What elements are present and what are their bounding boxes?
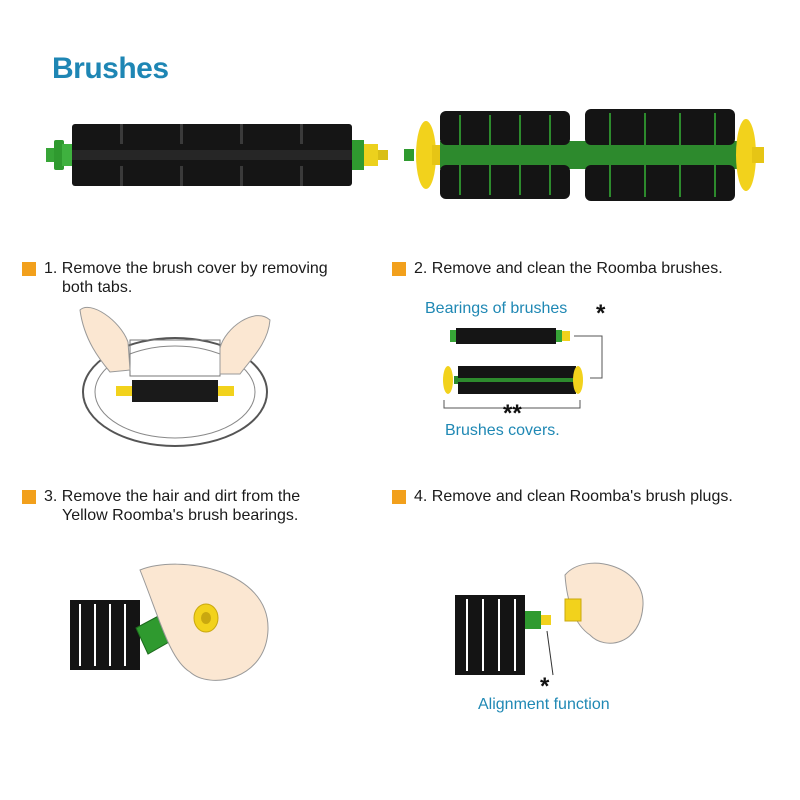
page-title: Brushes bbox=[52, 52, 169, 85]
step-1-line1: Remove the brush cover by removing bbox=[61, 260, 328, 277]
step-3-number: 3. bbox=[44, 488, 58, 505]
step-3-illustration bbox=[70, 563, 269, 681]
step-4-number: 4. bbox=[414, 488, 428, 505]
step-1-line2: both tabs. bbox=[62, 279, 133, 296]
step-4-illustration bbox=[455, 562, 644, 676]
step-4-text: 4. Remove and clean Roomba's brush plugs… bbox=[414, 487, 794, 506]
step-2-line1: Remove and clean the Roomba brushes. bbox=[431, 260, 723, 277]
step-3-line2: Yellow Roomba's brush bearings. bbox=[62, 507, 299, 524]
covers-star: ** bbox=[503, 400, 522, 427]
step-3-line1: Remove the hair and dirt from the bbox=[61, 488, 301, 505]
step-2-diagram bbox=[443, 328, 603, 409]
bearings-star: * bbox=[596, 300, 606, 327]
step-3-text: 3. Remove the hair and dirt from the Yel… bbox=[44, 487, 384, 525]
alignment-star: * bbox=[540, 673, 550, 700]
alignment-label: Alignment function bbox=[478, 696, 610, 713]
bristle-brush-image bbox=[404, 109, 764, 201]
flexible-beater-brush-image bbox=[46, 124, 388, 186]
step-1-bullet bbox=[22, 262, 36, 276]
step-1-number: 1. bbox=[44, 260, 58, 277]
step-2-number: 2. bbox=[414, 260, 428, 277]
bearings-label: Bearings of brushes bbox=[425, 300, 568, 317]
step-1-illustration bbox=[79, 306, 271, 447]
covers-label: Brushes covers. bbox=[445, 422, 560, 439]
step-4-bullet bbox=[392, 490, 406, 504]
step-3-bullet bbox=[22, 490, 36, 504]
step-4-line1: Remove and clean Roomba's brush plugs. bbox=[431, 488, 733, 505]
step-1-text: 1. Remove the brush cover by removing bo… bbox=[44, 259, 384, 297]
step-2-bullet bbox=[392, 262, 406, 276]
step-2-text: 2. Remove and clean the Roomba brushes. bbox=[414, 259, 784, 278]
